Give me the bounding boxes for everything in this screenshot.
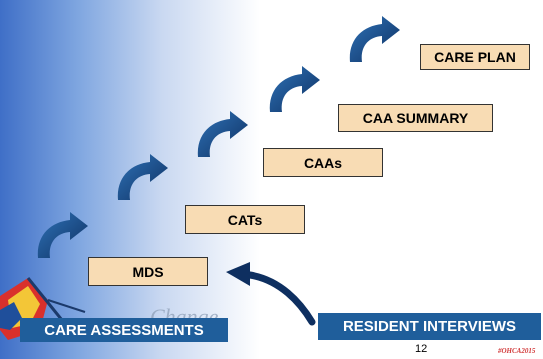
step-caas: CAAs bbox=[263, 148, 383, 177]
curved-arrow-icon bbox=[269, 66, 320, 112]
step-mds: MDS bbox=[88, 257, 208, 286]
resident-interviews-arrow-icon bbox=[226, 262, 316, 326]
curved-arrow-icon bbox=[117, 154, 168, 200]
resident-interviews-label: RESIDENT INTERVIEWS bbox=[318, 313, 541, 340]
step-caa-summary: CAA SUMMARY bbox=[338, 104, 493, 132]
care-assessments-label: CARE ASSESSMENTS bbox=[20, 318, 228, 342]
step-care-plan: CARE PLAN bbox=[420, 44, 530, 70]
step-cats: CATs bbox=[185, 205, 305, 234]
curved-arrow-icon bbox=[37, 212, 88, 258]
curved-arrow-icon bbox=[349, 16, 400, 62]
curved-arrow-icon bbox=[197, 111, 248, 157]
page-number: 12 bbox=[415, 343, 428, 355]
hashtag: #OHCA2015 bbox=[498, 347, 536, 355]
